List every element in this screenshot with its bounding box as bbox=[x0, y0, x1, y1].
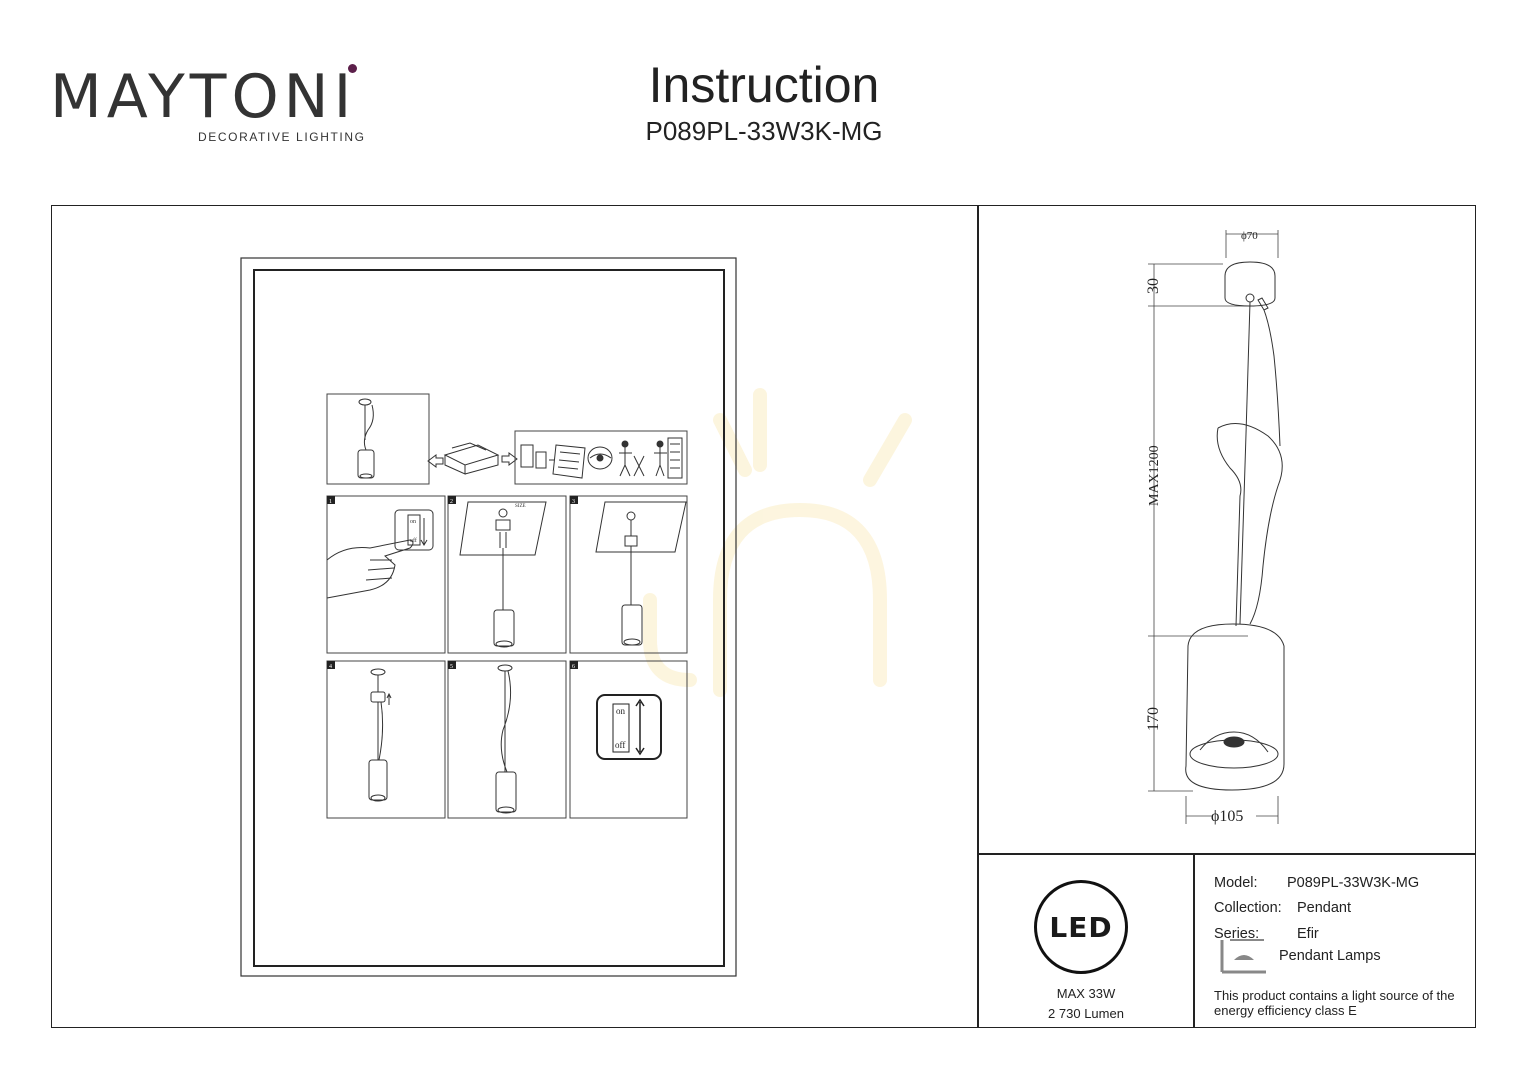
model-value: P089PL-33W3K-MG bbox=[1287, 875, 1420, 891]
ceiling-mount-icon bbox=[595, 501, 687, 646]
step-number: 6 bbox=[572, 664, 575, 670]
main-frame bbox=[51, 205, 1476, 1028]
led-flux: 2 730 Lumen bbox=[1048, 1006, 1124, 1021]
switch-icon bbox=[596, 694, 662, 760]
series-value: Efir bbox=[1297, 926, 1319, 942]
step-number: 5 bbox=[450, 664, 453, 670]
series-label: Series: bbox=[1214, 926, 1260, 942]
body-height-label: 170 bbox=[1145, 707, 1162, 731]
hand-icon bbox=[326, 539, 414, 599]
energy-note-line: energy efficiency class E bbox=[1214, 1003, 1357, 1018]
switch-icon bbox=[394, 509, 434, 551]
divider bbox=[977, 853, 1476, 855]
ceiling-mount-icon bbox=[368, 668, 392, 802]
switch-on-label: on bbox=[410, 519, 416, 525]
collection-label: Collection: bbox=[1214, 900, 1282, 916]
led-power: MAX 33W bbox=[1056, 986, 1116, 1001]
page-title: Instruction bbox=[648, 57, 880, 113]
divider bbox=[1193, 853, 1195, 1028]
step-number: 2 bbox=[450, 499, 453, 505]
cable-length-label: MAX1200 bbox=[1147, 445, 1162, 506]
canopy-height-label: 30 bbox=[1145, 278, 1162, 294]
dimension-drawing: ϕ70 30 MAX1200 170 ϕ105 bbox=[1145, 230, 1285, 825]
size-label: SIZE bbox=[515, 504, 526, 509]
led-badge-label: LED bbox=[1049, 910, 1113, 944]
lamp-type-icon bbox=[1220, 939, 1266, 974]
step-number-badges bbox=[327, 496, 578, 669]
box-icon bbox=[443, 442, 500, 475]
pendant-lamp-icon bbox=[1185, 261, 1285, 791]
switch-off-label: off bbox=[615, 740, 625, 750]
arrow-icon bbox=[427, 454, 444, 468]
body-diameter-label: ϕ105 bbox=[1211, 808, 1243, 825]
step-number: 1 bbox=[329, 499, 332, 505]
arrow-icon bbox=[501, 452, 518, 466]
brand-name: MAYTONI bbox=[50, 62, 357, 132]
page-subtitle: P089PL-33W3K-MG bbox=[645, 116, 883, 146]
brand-tagline: DECORATIVE LIGHTING bbox=[198, 130, 366, 144]
pendant-lamp-icon bbox=[495, 664, 517, 814]
energy-note-line: This product contains a light source of … bbox=[1214, 988, 1455, 1003]
lamp-type-value: Pendant Lamps bbox=[1279, 948, 1381, 964]
step-number: 3 bbox=[572, 499, 575, 505]
step-number: 4 bbox=[329, 664, 332, 670]
pendant-lamp-icon bbox=[357, 398, 375, 479]
divider bbox=[977, 205, 979, 1028]
watermark-icon bbox=[643, 388, 912, 697]
switch-off-label: off bbox=[410, 537, 417, 544]
brand-logo: MAYTONI DECORATIVE LIGHTING bbox=[50, 62, 370, 152]
switch-on-label: on bbox=[616, 706, 626, 716]
recycle-icon bbox=[520, 437, 683, 479]
instruction-sheet: 1 2 3 4 5 6 on off SIZE bbox=[240, 257, 912, 977]
led-icon: LED bbox=[1034, 880, 1128, 974]
energy-note: This product contains a light source of … bbox=[1214, 988, 1455, 1018]
brand-dot-icon bbox=[348, 64, 357, 73]
canopy-dimension bbox=[1148, 230, 1279, 824]
model-label: Model: bbox=[1214, 875, 1258, 891]
canopy-diameter-label: ϕ70 bbox=[1241, 230, 1258, 242]
ceiling-mount-icon bbox=[459, 501, 547, 648]
collection-value: Pendant bbox=[1297, 900, 1352, 916]
